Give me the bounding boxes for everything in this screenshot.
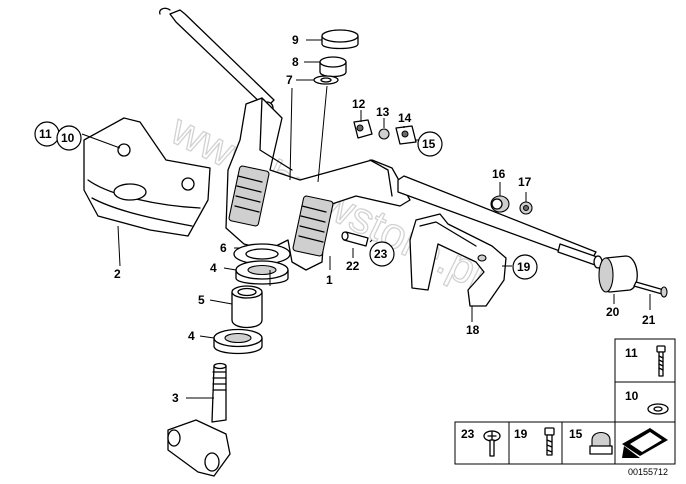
steering-stem-part-3 (167, 362, 231, 477)
callout-13: 13 (376, 105, 390, 119)
clamp-part-12 (353, 119, 373, 139)
washer-icon (647, 403, 669, 415)
callout-7: 7 (286, 73, 293, 87)
callout-8: 8 (292, 55, 299, 69)
screw-part-17 (519, 201, 533, 215)
handlebar-clamp-part-1 (225, 97, 411, 271)
cap-nut-icon (589, 431, 613, 455)
callout-14: 14 (398, 111, 412, 125)
callout-19: 19 (517, 260, 531, 274)
callout-12: 12 (352, 97, 366, 111)
callout-10: 10 (61, 131, 75, 145)
callout-15-circle (417, 131, 443, 157)
legend-label-11: 11 (625, 346, 638, 360)
callout-10-circle (56, 125, 82, 151)
callout-1: 1 (326, 273, 333, 287)
grommet-part-16 (490, 195, 510, 213)
callout-2: 2 (114, 267, 121, 281)
callout-18: 18 (466, 323, 480, 337)
callout-4-upper: 4 (210, 261, 217, 275)
bearing-lower-part-4 (213, 328, 263, 355)
bearing-upper-part-4 (235, 260, 289, 285)
callout-23-circle (369, 241, 395, 267)
callout-19-circle (512, 254, 538, 280)
bolt-icon (656, 345, 666, 377)
callout-22: 22 (346, 259, 360, 273)
callout-15: 15 (422, 137, 436, 151)
pin-part-22 (341, 231, 369, 247)
cover-part-2 (83, 117, 211, 237)
callout-16: 16 (492, 167, 506, 181)
screw-icon (483, 430, 501, 457)
screw-part-21 (633, 281, 668, 298)
nut-part-13 (378, 128, 390, 140)
callout-23: 23 (374, 247, 388, 261)
bolt-icon (544, 427, 555, 456)
callout-6: 6 (220, 241, 227, 255)
bushing-part-8 (319, 56, 347, 78)
legend-box-11 (614, 338, 676, 383)
callout-4-lower: 4 (188, 329, 195, 343)
reference-number: 00155712 (628, 467, 668, 477)
bar-end-weight-part-20 (598, 255, 638, 293)
legend-box-10 (614, 381, 676, 423)
callout-21: 21 (642, 313, 656, 327)
washer-part-7 (313, 75, 339, 85)
legend-label-15: 15 (569, 427, 583, 441)
callout-11: 11 (39, 127, 52, 141)
bracket-part-18 (409, 213, 507, 307)
cap-part-9 (321, 29, 359, 50)
bushing-part-5 (231, 285, 263, 329)
callout-9: 9 (292, 33, 299, 47)
callout-3: 3 (172, 391, 179, 405)
handlebar-right-bar (397, 175, 603, 269)
clamp-part-14 (395, 125, 417, 145)
arrow-icon (622, 428, 668, 458)
callout-20: 20 (606, 305, 620, 319)
legend-label-19: 19 (514, 427, 528, 441)
legend-label-10: 10 (625, 389, 639, 403)
callout-labels: 9 8 7 11 10 2 12 13 14 15 16 17 6 4 5 4 … (34, 33, 656, 405)
legend-label-23: 23 (461, 427, 475, 441)
leader-lines (81, 39, 651, 399)
handlebar-left-bar (158, 7, 275, 115)
callout-5: 5 (198, 293, 205, 307)
callout-17: 17 (518, 175, 532, 189)
legend-panel: 11 10 23 19 15 (454, 338, 676, 465)
